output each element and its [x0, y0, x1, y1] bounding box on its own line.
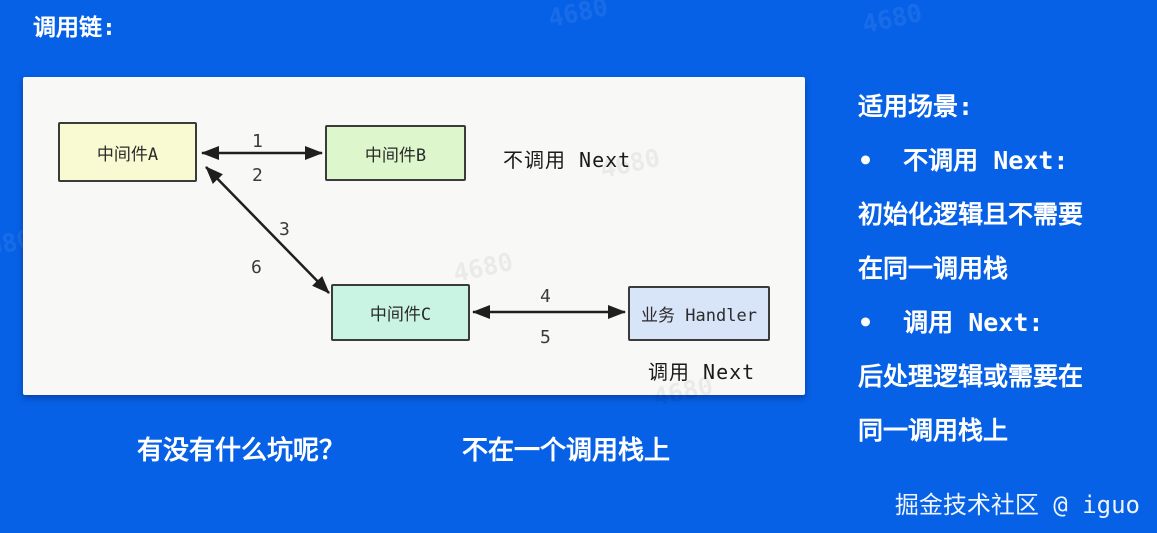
watermark: 4680 [859, 0, 925, 39]
diagram-panel: 4680 4680 4680 中间件A 中间件B 中间件C 业务 Handler… [23, 77, 805, 412]
node-label: 中间件C [369, 305, 432, 325]
node-label: 业务 Handler [641, 306, 757, 326]
arrows-layer [201, 146, 626, 319]
arrow-label-2: 2 [252, 165, 263, 186]
notes-heading: 适用场景: [858, 92, 974, 121]
arrow-label-3: 3 [279, 219, 290, 240]
notes-bullet-next: • 调用 Next: [858, 308, 1044, 337]
notes-line: 同一调用栈上 [858, 416, 1009, 445]
label-next: 调用 Next [648, 360, 756, 384]
credit: 掘金技术社区 @ iguo [894, 491, 1140, 519]
notes-line: 初始化逻辑且不需要 [858, 200, 1084, 229]
node-middleware-b: 中间件B [325, 125, 466, 181]
caption-stack: 不在一个调用栈上 [462, 436, 671, 466]
node-business-handler: 业务 Handler [628, 286, 770, 341]
label-no-next: 不调用 Next [503, 148, 632, 172]
arrow-label-6: 6 [251, 257, 262, 278]
node-middleware-c: 中间件C [331, 284, 470, 341]
arrow-label-5: 5 [540, 327, 551, 348]
page-title: 调用链: [33, 15, 116, 41]
arrow-a-c [205, 166, 330, 294]
arrow-label-4: 4 [540, 286, 551, 307]
notes-line: 在同一调用栈 [858, 254, 1009, 283]
notes-panel: 适用场景: • 不调用 Next: 初始化逻辑且不需要 在同一调用栈 • 调用 … [858, 90, 1148, 468]
node-label: 中间件A [96, 144, 159, 165]
caption-pitfall: 有没有什么坑呢？ [137, 436, 346, 466]
notes-line: 后处理逻辑或需要在 [858, 362, 1084, 391]
node-middleware-a: 中间件A [58, 122, 197, 182]
node-label: 中间件B [364, 145, 427, 166]
watermark: 4680 [545, 0, 611, 33]
arrow-label-1: 1 [252, 131, 263, 152]
notes-bullet-no-next: • 不调用 Next: [858, 146, 1069, 175]
